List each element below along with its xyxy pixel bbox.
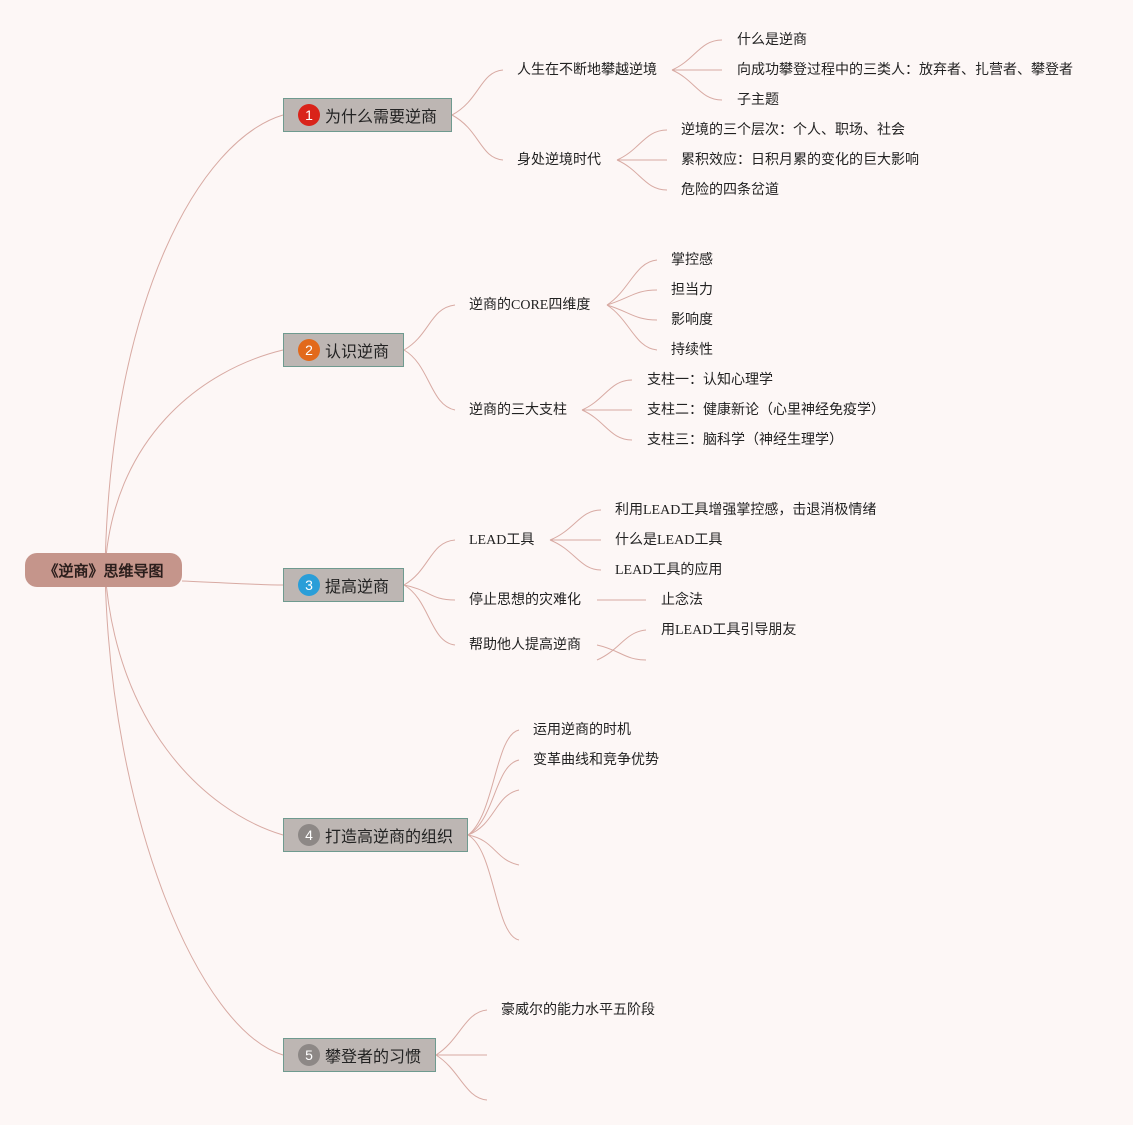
subtopic-node[interactable]: 用LEAD工具引导朋友: [661, 623, 797, 638]
root-node[interactable]: 《逆商》思维导图: [25, 553, 182, 587]
subtopic-node[interactable]: LEAD工具的应用: [615, 563, 723, 578]
number-2-icon: 2: [298, 339, 320, 361]
topic-node[interactable]: 逆商的CORE四维度: [469, 298, 591, 313]
topic-node[interactable]: LEAD工具: [469, 533, 535, 548]
branch-label: 攀登者的习惯: [325, 1049, 422, 1066]
subtopic-node[interactable]: 止念法: [661, 593, 703, 608]
branch-label: 提高逆商: [325, 579, 390, 596]
topic-node[interactable]: 帮助他人提高逆商: [469, 638, 581, 653]
topic-node[interactable]: 人生在不断地攀越逆境: [517, 63, 657, 78]
subtopic-node[interactable]: 危险的四条岔道: [681, 183, 779, 198]
subtopic-node[interactable]: 逆境的三个层次：个人、职场、社会: [681, 123, 905, 138]
branch-improve-aq[interactable]: 3 提高逆商: [283, 568, 404, 602]
topic-node[interactable]: 逆商的三大支柱: [469, 403, 567, 418]
number-4-icon: 4: [298, 824, 320, 846]
subtopic-node[interactable]: 持续性: [671, 343, 713, 358]
subtopic-node[interactable]: 向成功攀登过程中的三类人：放弃者、扎营者、攀登者: [737, 63, 1073, 78]
subtopic-node[interactable]: 支柱三：脑科学（神经生理学）: [647, 433, 843, 448]
branch-label: 认识逆商: [325, 344, 390, 361]
number-3-icon: 3: [298, 574, 320, 596]
subtopic-node[interactable]: 掌控感: [671, 253, 713, 268]
topic-node[interactable]: 身处逆境时代: [517, 153, 601, 168]
number-5-icon: 5: [298, 1044, 320, 1066]
branch-label: 为什么需要逆商: [325, 109, 438, 126]
subtopic-node[interactable]: 利用LEAD工具增强掌控感，击退消极情绪: [615, 503, 877, 518]
number-1-icon: 1: [298, 104, 320, 126]
topic-node[interactable]: 停止思想的灾难化: [469, 593, 581, 608]
topic-node[interactable]: 变革曲线和竞争优势: [533, 753, 659, 768]
topic-node[interactable]: 豪威尔的能力水平五阶段: [501, 1003, 655, 1018]
root-label: 《逆商》思维导图: [43, 562, 164, 580]
subtopic-node[interactable]: 影响度: [671, 313, 713, 328]
subtopic-node[interactable]: 支柱一：认知心理学: [647, 373, 773, 388]
branch-climber-habits[interactable]: 5 攀登者的习惯: [283, 1038, 436, 1072]
branch-why-adversity-quotient[interactable]: 1 为什么需要逆商: [283, 98, 452, 132]
subtopic-node[interactable]: 什么是LEAD工具: [615, 533, 723, 548]
branch-build-organization[interactable]: 4 打造高逆商的组织: [283, 818, 468, 852]
subtopic-node[interactable]: 支柱二：健康新论（心里神经免疫学）: [647, 403, 885, 418]
subtopic-node[interactable]: 子主题: [737, 93, 779, 108]
branch-understand-aq[interactable]: 2 认识逆商: [283, 333, 404, 367]
topic-node[interactable]: 运用逆商的时机: [533, 723, 631, 738]
subtopic-node[interactable]: 累积效应：日积月累的变化的巨大影响: [681, 153, 919, 168]
subtopic-node[interactable]: 担当力: [671, 283, 713, 298]
subtopic-node[interactable]: 什么是逆商: [737, 33, 807, 48]
branch-label: 打造高逆商的组织: [325, 829, 454, 846]
